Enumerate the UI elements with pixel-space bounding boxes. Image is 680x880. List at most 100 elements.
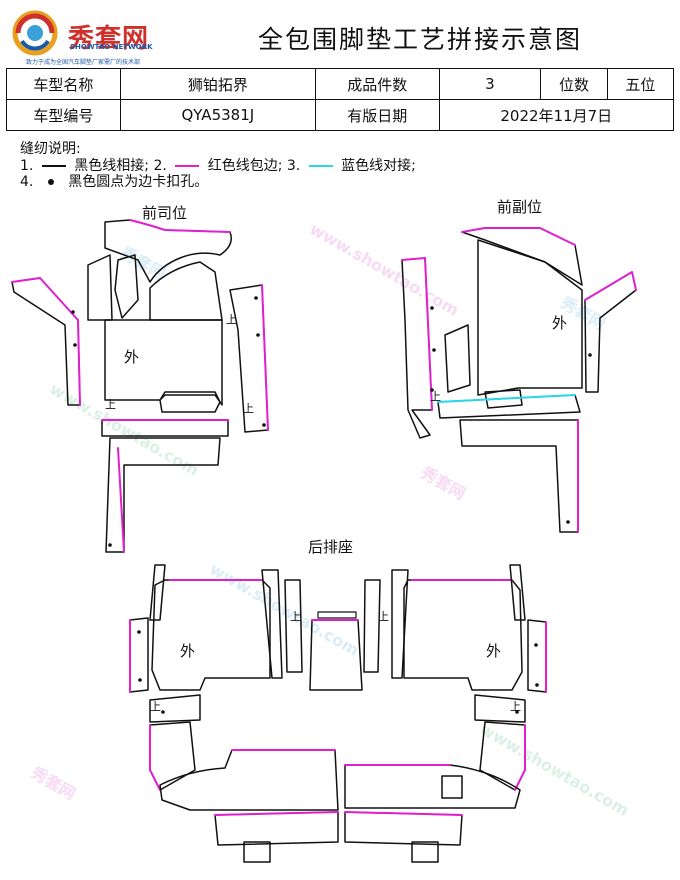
blue-line-swatch (308, 164, 333, 167)
clip-hole (161, 710, 165, 714)
rear-right-tab (411, 841, 439, 863)
logo-swirl-icon (12, 10, 58, 56)
legend-2-text: 红色线包边; (207, 157, 283, 174)
logo-subtitle: SHOWTAO NETWORK (70, 43, 153, 51)
rear-right-pillar (363, 579, 381, 673)
clip-hole (430, 306, 434, 310)
legend-2-number: 2. (153, 157, 167, 174)
passenger-top-piece-edge (461, 227, 576, 246)
date-label: 有版日期 (315, 99, 440, 131)
rear-left-pillar-b (284, 579, 303, 673)
clip-hole (515, 710, 519, 714)
passenger-bottom-bar-edge (437, 394, 576, 403)
rear-left-tab (243, 841, 271, 863)
passenger-left-strip-edge (401, 257, 433, 411)
clip-hole (254, 296, 258, 300)
rear-right-sill (344, 811, 463, 846)
legend-4-text: 黑色圆点为边卡扣孔。 (68, 174, 209, 190)
outside-mark: 外 (486, 642, 501, 660)
table-row: 车型编号 QYA5381J 有版日期 2022年11月7日 (6, 99, 675, 131)
rear-left-footwell (159, 749, 339, 811)
legend-3-text: 蓝色线对接; (341, 157, 416, 174)
up-mark: 上 (510, 700, 521, 713)
rear-section-label: 后排座 (308, 538, 354, 556)
passenger-main-mat (477, 239, 583, 396)
passenger-inner-piece (444, 324, 471, 393)
passenger-sill-piece (459, 419, 579, 533)
clip-hole (138, 678, 142, 682)
rear-center-tunnel (309, 619, 363, 691)
driver-bottom-bar (101, 419, 229, 437)
rear-left-sill-edge (214, 811, 339, 816)
clip-hole (256, 333, 260, 337)
rear-left-pillar (261, 569, 283, 679)
notes-legend-row: 1. 黑色线相接; 2. 红色线包边; 3. 蓝色线对接; (20, 158, 416, 175)
legend-1-text: 黑色线相接; (74, 157, 149, 174)
rear-left-side-strip (149, 564, 166, 621)
rear-right-side-strip (509, 564, 526, 621)
sewing-notes: 缝纫说明: 1. 黑色线相接; 2. 红色线包边; 3. 蓝色线对接; 4. 黑… (20, 141, 416, 191)
rear-center-top (317, 611, 357, 619)
notes-heading: 缝纫说明: (20, 141, 81, 157)
up-mark: 上 (378, 610, 389, 623)
legend-3-number: 3. (286, 157, 301, 174)
model-code-value: QYA5381J (119, 99, 317, 131)
driver-heel-pad (159, 391, 221, 413)
rear-left-corner-edge (149, 724, 161, 791)
logo-slogan: 致力于成为全国汽车脚垫厂家需厂的技术部 (26, 59, 141, 66)
driver-right-strip (229, 284, 269, 433)
logo-text: 秀套网 (68, 24, 150, 54)
legend-4-number: 4. (20, 174, 34, 190)
passenger-heel-pad (484, 389, 523, 409)
driver-main-mat-left (87, 254, 113, 321)
page-title: 全包围脚垫工艺拼接示意图 (257, 25, 582, 54)
driver-section-label: 前司位 (142, 204, 188, 222)
rear-right-corner-edge (514, 724, 526, 791)
logo: 秀套网 SHOWTAO NETWORK 致力于成为全国汽车脚垫厂家需厂的技术部 (10, 8, 170, 66)
rear-right-pillar-b (391, 569, 409, 679)
model-name-value: 狮铂拓界 (119, 68, 317, 100)
up-mark: 上 (150, 700, 161, 713)
driver-sill-piece (105, 437, 221, 553)
clip-hole (73, 343, 77, 347)
rear-left-lower (149, 694, 201, 723)
rear-right-sill-edge (344, 811, 463, 816)
up-mark: 上 (243, 402, 254, 415)
rear-right-footwell (344, 764, 521, 809)
rear-right-outer (527, 619, 547, 693)
driver-upper-right (149, 261, 223, 321)
up-mark: 上 (430, 390, 441, 403)
rear-right-main (403, 579, 523, 691)
driver-left-strip-edge (11, 277, 81, 406)
clip-hole (137, 630, 141, 634)
seats-label: 位数 (540, 68, 608, 100)
info-table: 车型名称 狮铂拓界 成品件数 3 位数 五位 车型编号 QYA5381J 有版日… (6, 68, 675, 131)
clip-hole (535, 683, 539, 687)
rear-left-sill (214, 811, 339, 846)
driver-sill-piece-edge (117, 447, 125, 553)
header: 秀套网 SHOWTAO NETWORK 致力于成为全国汽车脚垫厂家需厂的技术部 … (0, 0, 680, 68)
clip-hole (432, 348, 436, 352)
clip-hole (262, 423, 266, 427)
clip-hole (430, 388, 434, 392)
passenger-right-strip (584, 271, 637, 393)
rear-right-pad (441, 775, 463, 799)
outside-mark: 外 (124, 348, 139, 366)
red-line-swatch (175, 164, 200, 167)
driver-mat-group (11, 219, 269, 553)
clip-hole (108, 543, 112, 547)
clip-hole (588, 353, 592, 357)
driver-left-strip (11, 277, 81, 406)
notes-legend-row: 4. 黑色圆点为边卡扣孔。 (20, 174, 416, 191)
passenger-left-strip (401, 257, 433, 439)
outside-mark: 外 (180, 642, 195, 660)
rear-right-lower (474, 694, 526, 723)
rear-left-main (151, 579, 271, 691)
driver-top-piece-edge (129, 219, 231, 233)
outside-mark: 外 (552, 314, 567, 332)
up-mark: 上 (226, 313, 237, 326)
rear-mat-group (129, 564, 547, 863)
legend-1-number: 1. (20, 157, 34, 174)
clip-hole (566, 520, 570, 524)
